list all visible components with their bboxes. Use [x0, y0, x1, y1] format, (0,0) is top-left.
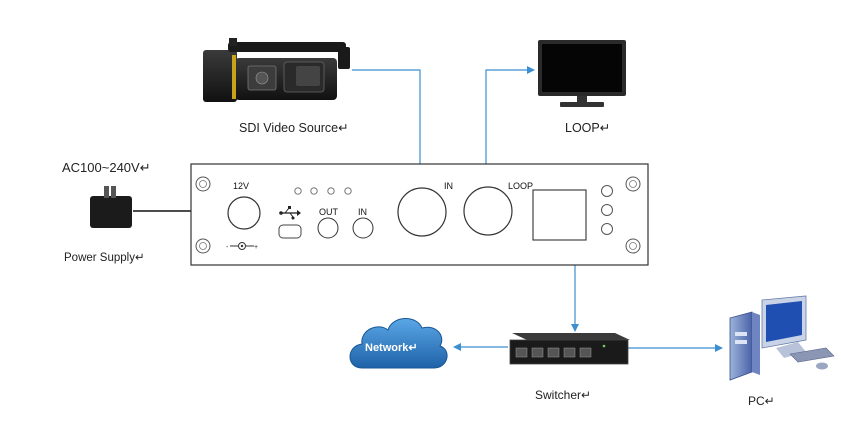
pc-icon — [729, 295, 835, 381]
status-leds — [294, 187, 352, 195]
monitor-icon — [538, 40, 626, 107]
svg-text:-: - — [226, 244, 229, 251]
mounting-screws — [195, 176, 641, 254]
power-adapter-icon — [90, 186, 132, 228]
dc-polarity-icon: + - — [226, 242, 258, 251]
sdi-loop-label: LOOP — [508, 181, 533, 191]
sdi-loop-cable — [485, 66, 535, 203]
loop-monitor-label: LOOP↵ — [565, 121, 610, 135]
sdi-in-connector — [397, 187, 447, 237]
switcher-label: Switcher↵ — [535, 388, 591, 402]
usb-port — [278, 224, 302, 239]
dc-power-jack — [227, 196, 261, 230]
power-in-label: 12V — [233, 181, 249, 191]
sdi-in-label: IN — [444, 181, 453, 191]
side-indicators — [601, 185, 613, 235]
sdi-source-label: SDI Video Source↵ — [239, 121, 349, 135]
network-label: Network↵ — [365, 342, 418, 354]
pc-label: PC↵ — [748, 394, 775, 408]
ac-voltage-label: AC100~240V↵ — [62, 160, 151, 175]
switch-icon — [509, 333, 630, 365]
in-small-label: IN — [358, 207, 367, 217]
rj45-port — [532, 189, 587, 241]
usb-icon — [279, 206, 301, 220]
cloud-icon — [349, 318, 448, 369]
camcorder-icon — [203, 38, 350, 102]
sdi-in-cable — [352, 69, 424, 208]
svg-text:+: + — [254, 244, 258, 251]
power-supply-label: Power Supply↵ — [64, 252, 145, 264]
out-label: OUT — [319, 207, 339, 217]
device-panel: 12V + - OUT — [190, 163, 649, 266]
sdi-loop-connector — [463, 186, 513, 236]
out-jack — [317, 217, 339, 239]
in-small-jack — [352, 217, 374, 239]
